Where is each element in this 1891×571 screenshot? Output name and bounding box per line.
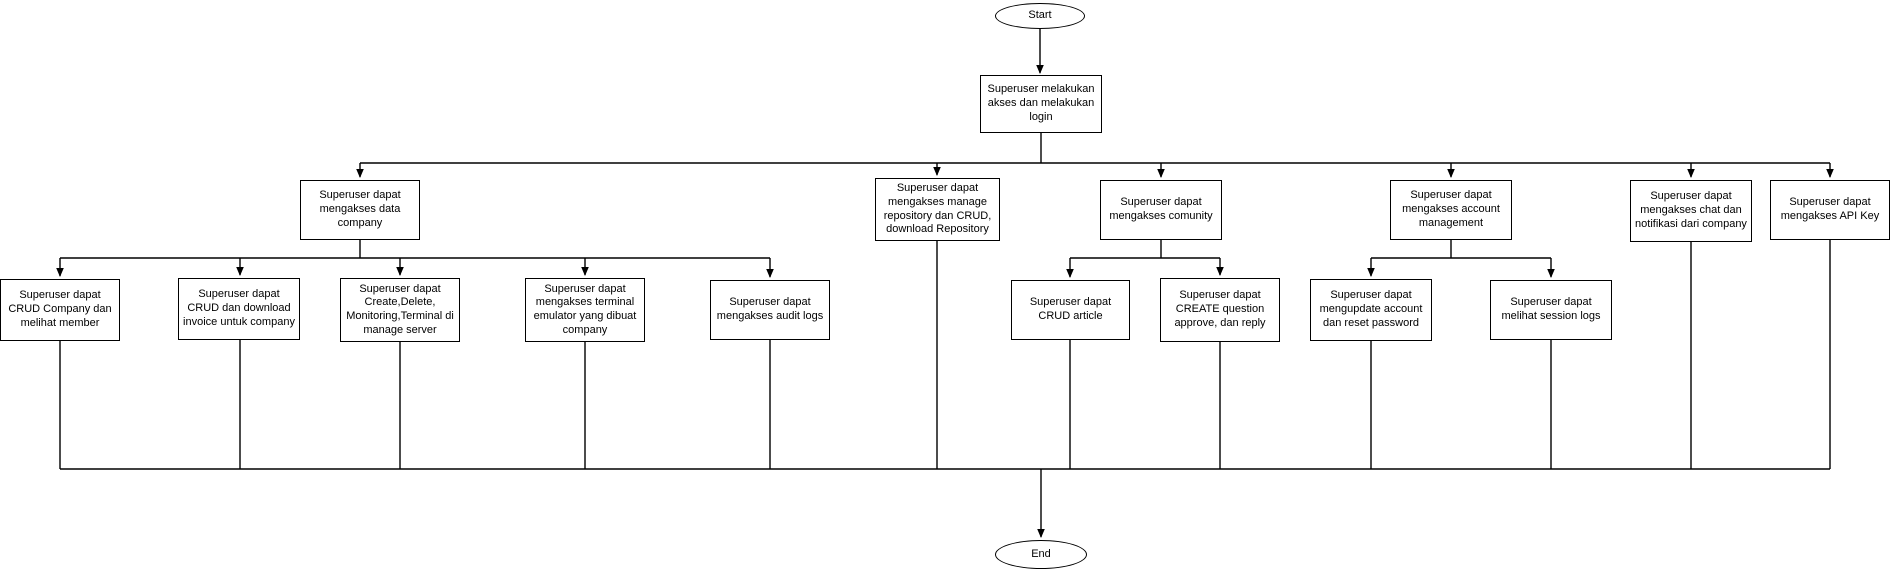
node-update-account-password[interactable]: Superuser dapat mengupdate account dan r…: [1310, 279, 1432, 341]
node-comunity[interactable]: Superuser dapat mengakses comunity: [1100, 180, 1222, 240]
node-superuser-login[interactable]: Superuser melakukan akses dan melakukan …: [980, 75, 1102, 133]
node-crud-invoice[interactable]: Superuser dapat CRUD dan download invoic…: [178, 278, 300, 340]
edge-account-bus: [1371, 240, 1551, 259]
node-crud-company-member[interactable]: Superuser dapat CRUD Company dan melihat…: [0, 279, 120, 341]
node-manage-repository[interactable]: Superuser dapat mengakses manage reposit…: [875, 178, 1000, 241]
end-terminator[interactable]: End: [995, 540, 1087, 569]
node-account-management[interactable]: Superuser dapat mengakses account manage…: [1390, 180, 1512, 240]
node-audit-logs[interactable]: Superuser dapat mengakses audit logs: [710, 280, 830, 340]
edge-datacompany-bus: [60, 240, 770, 259]
node-data-company[interactable]: Superuser dapat mengakses data company: [300, 180, 420, 240]
node-api-key[interactable]: Superuser dapat mengakses API Key: [1770, 180, 1890, 240]
node-session-logs[interactable]: Superuser dapat melihat session logs: [1490, 280, 1612, 340]
edge-leaf-drops: [59, 240, 1831, 469]
node-manage-server[interactable]: Superuser dapat Create,Delete, Monitorin…: [340, 278, 460, 342]
start-terminator[interactable]: Start: [995, 3, 1085, 29]
node-create-question[interactable]: Superuser dapat CREATE question approve,…: [1160, 278, 1280, 342]
node-terminal-emulator[interactable]: Superuser dapat mengakses terminal emula…: [525, 278, 645, 342]
node-chat-notifikasi[interactable]: Superuser dapat mengakses chat dan notif…: [1630, 180, 1752, 242]
edge-comunity-bus: [1070, 240, 1220, 259]
node-crud-article[interactable]: Superuser dapat CRUD article: [1011, 280, 1130, 340]
